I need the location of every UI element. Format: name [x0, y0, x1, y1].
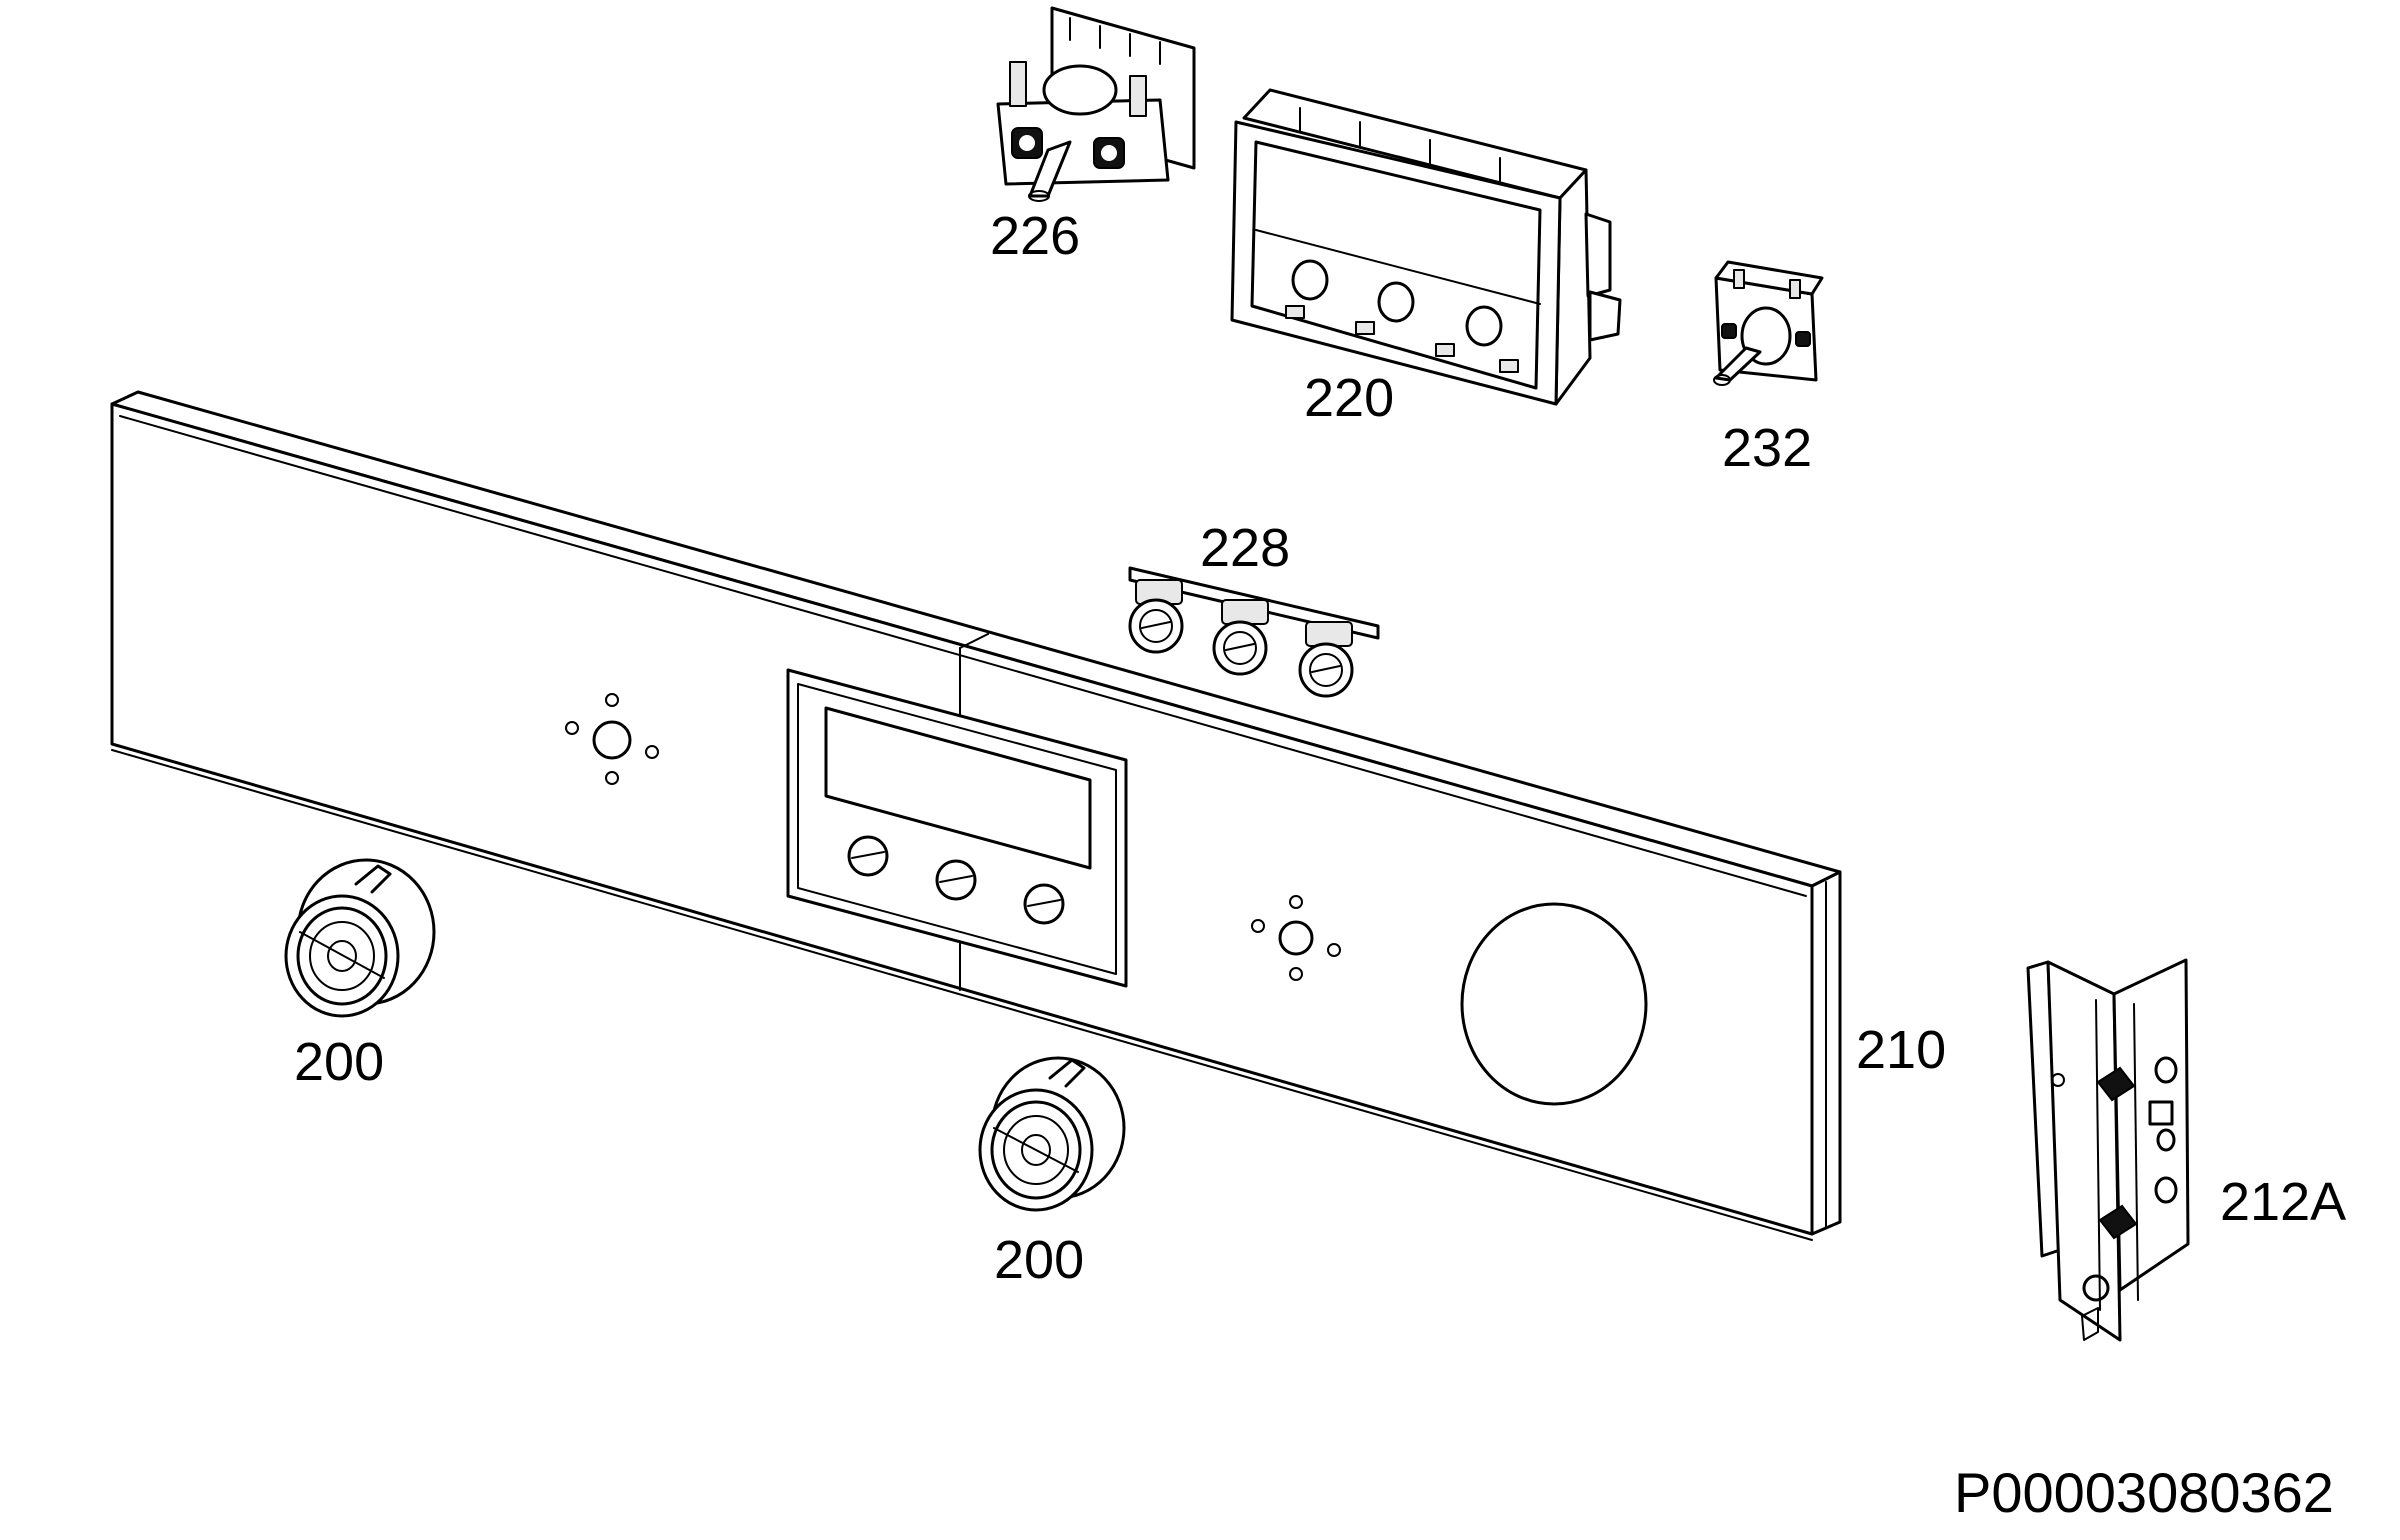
- label-232: 232: [1722, 418, 1812, 478]
- label-210: 210: [1856, 1020, 1946, 1080]
- control-panel-210: [110, 390, 1842, 1241]
- label-200-center: 200: [994, 1230, 1084, 1290]
- label-212A: 212A: [2220, 1172, 2346, 1232]
- selector-switch-226: [996, 6, 1196, 202]
- knob-200-center: [978, 1056, 1126, 1212]
- large-opening: [1460, 902, 1648, 1106]
- thermostat-switch-232: [1713, 260, 1824, 386]
- display-buttons: [847, 835, 1065, 925]
- label-228: 228: [1200, 518, 1290, 578]
- label-220: 220: [1304, 368, 1394, 428]
- module-box-220: [1230, 88, 1622, 406]
- document-code: P00003080362: [1954, 1461, 2334, 1524]
- knob-mount-holes-left: [565, 693, 659, 785]
- knob-mount-holes-right: [1251, 895, 1341, 981]
- knob-200-left: [284, 858, 436, 1018]
- label-200-left: 200: [294, 1032, 384, 1092]
- label-226: 226: [990, 206, 1080, 266]
- bracket-212A: [2026, 958, 2190, 1342]
- push-buttons-228: [1128, 566, 1380, 698]
